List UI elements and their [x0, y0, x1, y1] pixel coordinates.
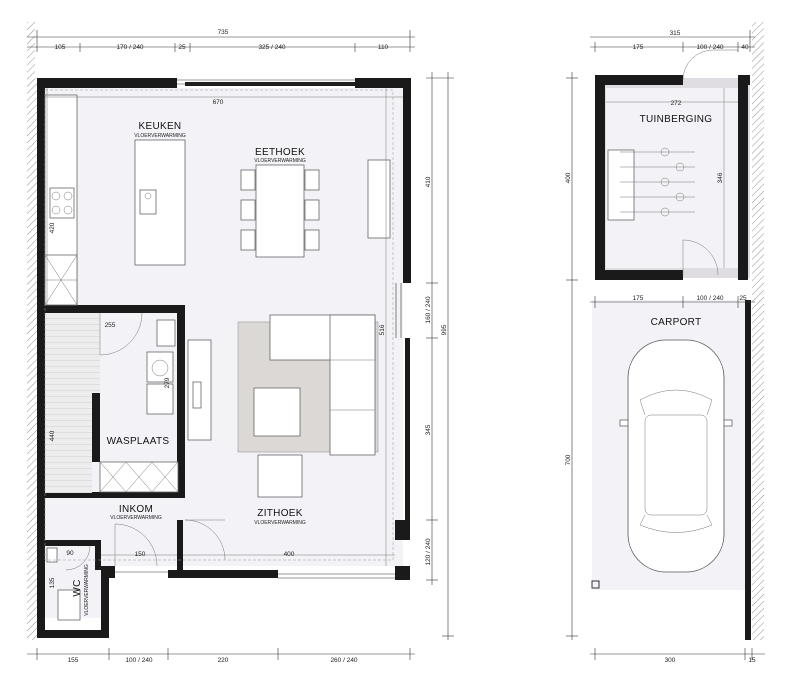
- dim-outbuilding-mid-seg2: 100 / 240: [696, 295, 723, 302]
- label-kitchen-note: VLOERVERWARMING: [134, 133, 186, 139]
- carport-post: [591, 580, 600, 589]
- dim-right-seg2: 160 / 240: [425, 296, 432, 323]
- outbuilding-left-dimensions: 400 700: [565, 72, 578, 640]
- party-wall-right: [752, 22, 764, 640]
- dim-carport-depth: 700: [565, 454, 572, 465]
- dim-house-total: 735: [218, 29, 229, 36]
- dim-outbuilding-bottom-seg1: 300: [665, 657, 676, 664]
- label-shed: TUINBERGING: [640, 114, 713, 125]
- dim-top-seg2: 170 / 240: [116, 44, 143, 51]
- dim-top-seg5: 110: [378, 44, 389, 51]
- dim-shed-width: 272: [671, 100, 682, 107]
- label-carport: CARPORT: [651, 317, 702, 328]
- coffee-table: [253, 387, 301, 437]
- room-labels: KEUKEN VLOERVERWARMING EETHOEK VLOERVERW…: [72, 121, 306, 616]
- dim-shed-depth: 400: [565, 172, 572, 183]
- house-inner-dimensions: 670 420 516 255 279 440 150 400 90 135: [45, 88, 403, 588]
- dim-wc-width: 90: [66, 550, 74, 557]
- label-entry-note: VLOERVERWARMING: [110, 515, 162, 521]
- dim-kitchen-depth: 420: [49, 222, 56, 233]
- dim-stair-width: 255: [105, 322, 116, 329]
- house-bottom-dimensions: 155 100 / 240 220 260 / 240: [27, 648, 415, 664]
- outbuilding-top-dimensions: 315 175 100 / 240 40: [590, 30, 755, 52]
- outbuilding-plan: 315 175 100 / 240 40 175 100 / 240 25 30…: [565, 22, 765, 664]
- dim-right-seg1: 410: [425, 176, 432, 187]
- dim-outbuilding-mid-seg3: 25: [739, 295, 747, 302]
- sideboard: [367, 159, 391, 239]
- house-top-dimensions: 735 105 170 / 240 25 325 / 240 110: [27, 29, 415, 52]
- house-right-dimensions: 410 160 / 240 345 120 / 240 995: [425, 72, 454, 640]
- bikes: [607, 147, 695, 221]
- dim-bottom-seg2: 100 / 240: [125, 657, 152, 664]
- outer-walls: [37, 78, 411, 638]
- shed-walls: [595, 75, 750, 280]
- label-dining-note: VLOERVERWARMING: [254, 158, 306, 164]
- label-wc-note: VLOERVERWARMING: [84, 564, 90, 616]
- dim-house-depth: 995: [441, 324, 448, 335]
- dim-bottom-seg3: 220: [218, 657, 229, 664]
- dim-outbuilding-top-seg1: 175: [633, 44, 644, 51]
- party-wall-top-left: [27, 22, 35, 78]
- staircase: [45, 313, 92, 493]
- label-living-note: VLOERVERWARMING: [254, 520, 306, 526]
- shed-door-swing-top: [682, 49, 738, 81]
- label-laundry: WASPLAATS: [107, 436, 170, 447]
- toilet: [57, 589, 81, 621]
- sink: [139, 189, 157, 215]
- dim-kitchen-width: 670: [213, 99, 224, 106]
- dim-stair-height: 440: [49, 430, 56, 441]
- dim-right-seg3: 345: [425, 424, 432, 435]
- dim-living-depth: 516: [379, 324, 386, 335]
- shed-door-swing-bottom: [682, 239, 719, 276]
- wc-basin: [46, 547, 58, 563]
- laundry-sink: [156, 319, 176, 347]
- label-wc: WC: [72, 579, 83, 596]
- window-lines: [115, 79, 402, 579]
- slab-outline: [44, 89, 394, 561]
- outbuilding-mid-dimensions: 175 100 / 240 25: [590, 295, 755, 308]
- dim-outbuilding-bottom-seg2: 15: [748, 657, 756, 664]
- dining-table: [255, 164, 305, 258]
- dim-top-seg3: 25: [178, 44, 186, 51]
- dim-bottom-seg4: 260 / 240: [330, 657, 357, 664]
- label-entry: INKOM: [119, 504, 153, 515]
- dim-bottom-seg1: 155: [68, 657, 79, 664]
- dim-outbuilding-top-seg2: 100 / 240: [696, 44, 723, 51]
- dim-living-width: 400: [284, 551, 295, 558]
- outbuilding-bottom-dimensions: 300 15: [590, 648, 765, 664]
- car: [619, 339, 733, 573]
- dim-top-seg1: 105: [55, 44, 66, 51]
- door-swing-laundry: [99, 312, 143, 356]
- house-plan: 735 105 170 / 240 25 325 / 240 110 155 1…: [27, 22, 454, 664]
- dim-outbuilding-total: 315: [670, 30, 681, 37]
- interior-walls: [45, 305, 185, 570]
- dim-right-seg4: 120 / 240: [425, 538, 432, 565]
- dim-shed-inner-depth: 346: [717, 172, 724, 183]
- door-swing-living: [184, 519, 226, 561]
- label-dining: EETHOEK: [255, 147, 305, 158]
- label-living: ZITHOEK: [257, 508, 302, 519]
- armchair: [257, 454, 303, 498]
- staircase-landing: [92, 313, 100, 393]
- door-swing-wc: [65, 545, 91, 571]
- dim-entry-width: 150: [135, 551, 146, 558]
- dim-outbuilding-mid-seg1: 175: [633, 295, 644, 302]
- party-wall-left: [27, 78, 37, 640]
- door-swing-entry: [114, 523, 158, 567]
- dim-top-seg4: 325 / 240: [258, 44, 285, 51]
- dim-wash-depth: 279: [164, 377, 171, 388]
- carport-wall: [745, 300, 751, 640]
- dim-outbuilding-top-seg3: 40: [741, 44, 749, 51]
- dim-wc-depth: 135: [49, 577, 56, 588]
- dryer: [146, 383, 174, 415]
- cooktop: [49, 187, 75, 219]
- washing-machine: [146, 351, 174, 383]
- label-kitchen: KEUKEN: [139, 121, 182, 132]
